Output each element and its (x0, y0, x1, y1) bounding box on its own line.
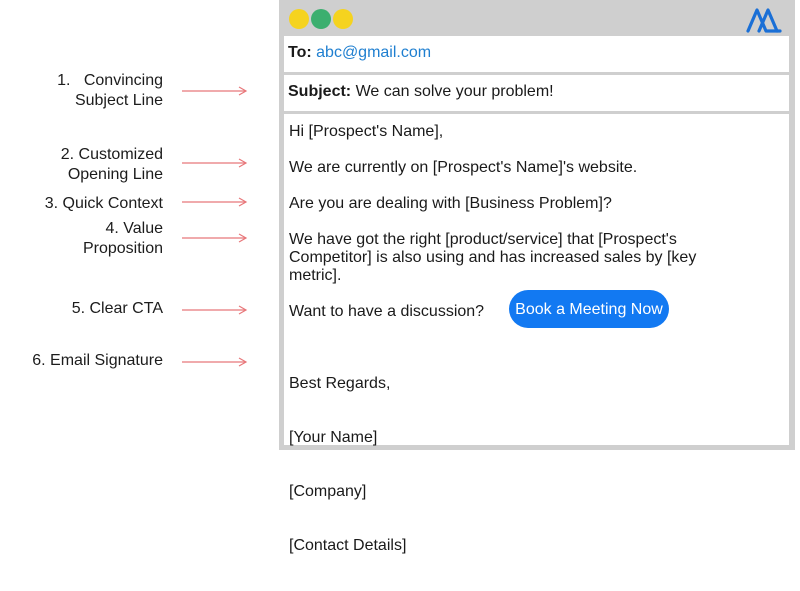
arrow-right-icon (182, 197, 248, 207)
arrow-right-icon (182, 357, 248, 367)
yellow-dot-icon (289, 9, 309, 29)
annotation-email-signature: 6. Email Signature (32, 352, 163, 369)
arrow-right-icon (182, 305, 248, 315)
book-meeting-button[interactable]: Book a Meeting Now (509, 290, 669, 328)
greeting-line: Hi [Prospect's Name], (289, 123, 444, 140)
arrow-right-icon (182, 233, 248, 243)
annotation-label: Clear CTA (89, 300, 164, 317)
subject-field[interactable]: Subject: We can solve your problem! (284, 75, 789, 111)
to-email-address[interactable]: abc@gmail.com (316, 44, 432, 61)
subject-label: Subject: (288, 83, 352, 100)
green-dot-icon (311, 9, 331, 29)
annotation-clear-cta: 5. Clear CTA (71, 300, 164, 317)
arrow-right-icon (182, 158, 248, 168)
opening-line: We are currently on [Prospect's Name]'s … (289, 159, 638, 176)
to-field[interactable]: To: abc@gmail.com (284, 36, 789, 72)
subject-value: We can solve your problem! (355, 83, 554, 100)
to-label: To: (288, 44, 312, 61)
value-proposition-text: We have got the right [product/service] … (289, 231, 697, 284)
signature-line: [Contact Details] (289, 537, 407, 554)
cta-text: Want to have a discussion? (289, 303, 485, 320)
context-line: Are you are dealing with [Business Probl… (289, 195, 612, 212)
yellow-dot-icon (333, 9, 353, 29)
signature-line: [Company] (289, 483, 367, 500)
signature-line: Best Regards, (289, 375, 391, 392)
arrow-right-icon (182, 86, 248, 96)
email-signature: Best Regards, [Your Name] [Company] [Con… (289, 339, 406, 591)
signature-line: [Your Name] (289, 429, 378, 446)
email-window: To: abc@gmail.com Subject: We can solve … (279, 0, 795, 554)
annotation-quick-context: 3. Quick Context (44, 195, 163, 212)
annotation-label: Quick Context (62, 195, 163, 212)
annotation-label: Email Signature (50, 352, 163, 369)
brand-logo-icon (746, 8, 782, 33)
email-body[interactable]: Hi [Prospect's Name], We are currently o… (284, 114, 789, 554)
